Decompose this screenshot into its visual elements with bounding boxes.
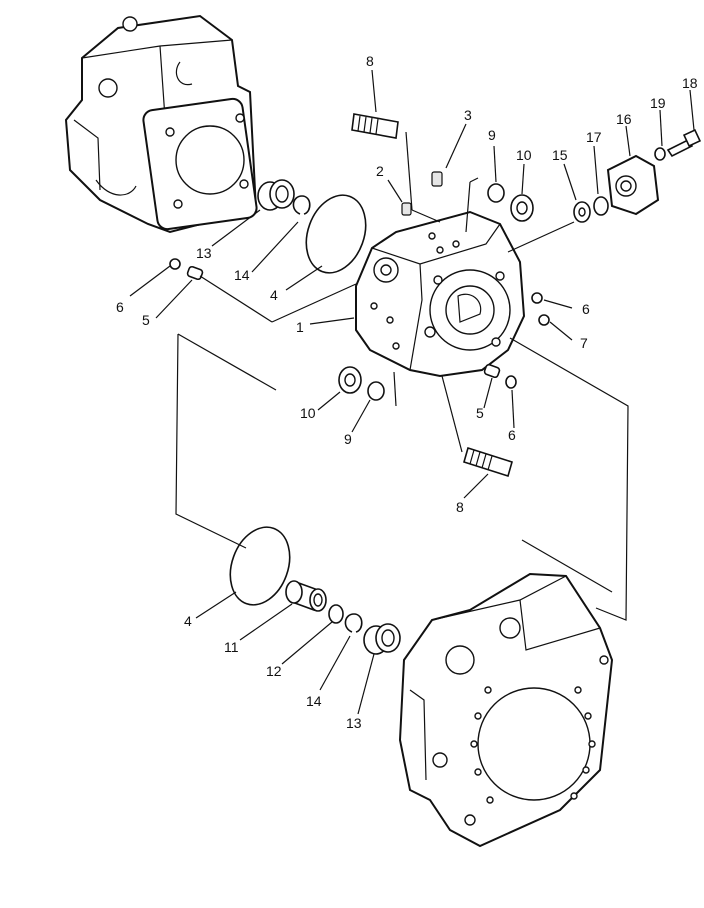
part-13-bearing-upper [257,179,295,211]
part-3-plug [431,171,443,187]
callout-labels: 8 3 2 9 10 15 17 16 19 18 13 14 4 6 5 1 … [116,53,698,731]
part-17-oring [593,196,609,216]
callout-11: 11 [224,639,239,655]
part-18-bolt [666,128,702,158]
part-7-oring [538,314,550,326]
callout-14-upper: 14 [234,267,250,283]
part-14-snapring-upper [292,195,311,215]
callout-4-upper: 4 [270,287,278,303]
callout-1: 1 [296,319,304,335]
callout-8-upper: 8 [366,53,374,69]
callout-7: 7 [580,335,588,351]
part-6-oring-right [531,292,543,304]
part-12-ring [328,604,344,624]
callout-6-lower: 6 [508,427,516,443]
callout-9-lower: 9 [344,431,352,447]
part-10-nut-upper [510,194,534,222]
part-4-oring-upper [305,194,367,274]
callout-5-right: 5 [476,405,484,421]
part-10-nut-lower [338,366,362,394]
callout-16: 16 [616,111,632,127]
part-19-washer [654,147,666,161]
callout-18: 18 [682,75,698,91]
callout-12: 12 [266,663,282,679]
callout-2: 2 [376,163,384,179]
part-1-valve-block [355,210,526,378]
callout-13-upper: 13 [196,245,212,261]
callout-6-left: 6 [116,299,124,315]
part-5-pin-right [483,363,501,379]
part-13-bearing-lower [363,623,401,655]
part-2-plug [401,202,412,216]
callout-19: 19 [650,95,666,111]
assembly-lines [175,131,629,621]
callout-6-right: 6 [582,301,590,317]
part-8-stud-lower [463,446,513,478]
part-15-bearing [573,201,591,223]
part-9-washer-upper [487,183,505,203]
part-8-stud-upper [351,113,399,139]
part-6-oring-lower [505,375,517,389]
part-4-oring-lower [229,526,291,606]
leader-lines [129,69,695,715]
part-16-cover [606,154,660,216]
part-14-snapring-lower [344,613,363,633]
callout-10-upper: 10 [516,147,532,163]
callout-4-lower: 4 [184,613,192,629]
part-11-sleeve [285,580,327,612]
callout-5-left: 5 [142,312,150,328]
lower-pump-housing [398,572,614,848]
callout-9-upper: 9 [488,127,496,143]
part-5-pin-left [186,265,204,281]
part-6-oring-left [169,258,181,270]
callout-15: 15 [552,147,568,163]
callout-13-lower: 13 [346,715,362,731]
upper-pump-housing [64,14,258,234]
callout-8-lower: 8 [456,499,464,515]
part-9-washer-lower [367,381,385,401]
callout-17: 17 [586,129,602,145]
callout-10-lower: 10 [300,405,316,421]
callout-14-lower: 14 [306,693,322,709]
callout-3: 3 [464,107,472,123]
